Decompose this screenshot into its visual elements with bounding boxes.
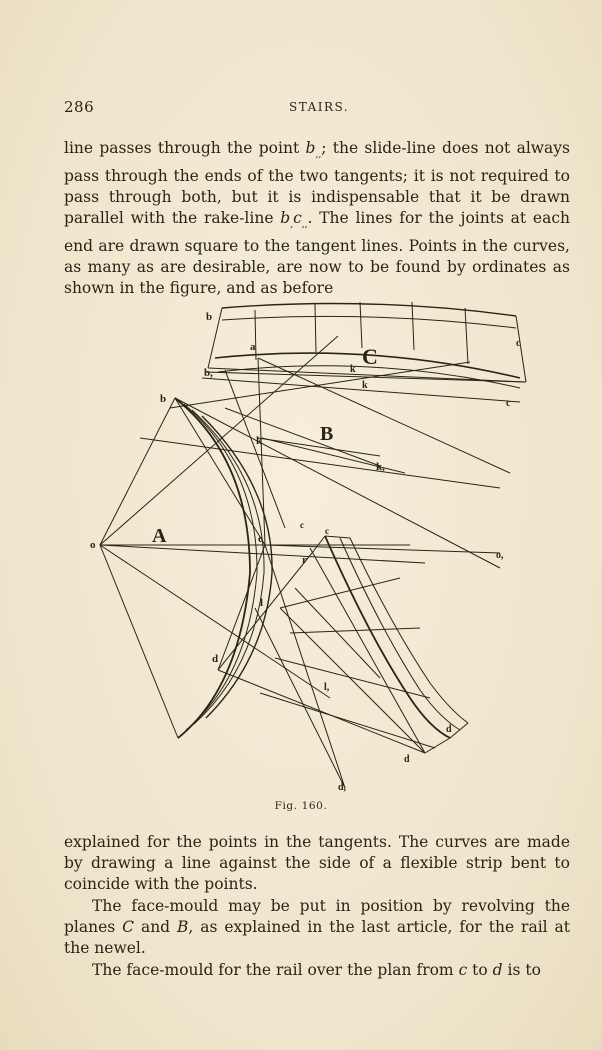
paragraph-2: explained for the points in the tangents… (64, 833, 570, 893)
label-c1: c (506, 398, 511, 409)
label-b-top: b (206, 311, 212, 323)
label-d: d (212, 653, 218, 665)
page-header: 286 STAIRS. (64, 98, 572, 118)
stair-face-mould-diagram: b a C c b, k k c b k B k, A o c c c o, r… (90, 301, 527, 793)
paragraph-3: The face-mould may be put in position by… (64, 897, 571, 957)
figure-caption: Fig. 160. (274, 800, 328, 812)
geometric-figure: b a C c b, k k c b k B k, A o c c c o, r… (80, 298, 560, 793)
label-r: r (302, 554, 307, 566)
label-c: c (258, 533, 263, 545)
label-kll2: k (362, 380, 368, 391)
label-b1: b, (204, 367, 213, 379)
label-plane-c: C (362, 344, 378, 369)
label-dll: d (404, 754, 410, 765)
paragraph-top: line passes through the point b,,; the s… (64, 139, 570, 298)
paragraph-4: The face-mould for the rail over the pla… (92, 961, 541, 979)
label-cm1: c (300, 520, 304, 530)
label-c-ur: c (516, 338, 521, 349)
label-plane-a: A (152, 525, 167, 547)
page-number: 286 (64, 98, 95, 116)
label-d1: d, (338, 782, 347, 793)
label-a: a (250, 341, 256, 353)
label-l1: l, (324, 682, 330, 693)
label-b: b (160, 393, 166, 405)
label-o1: o, (496, 550, 504, 561)
label-l: l (260, 597, 263, 609)
plane-c-top-curve (221, 302, 517, 317)
label-k: k (256, 435, 263, 447)
label-cm2: c (325, 526, 329, 536)
label-o: o (90, 539, 96, 551)
label-kll: k (350, 364, 356, 375)
label-plane-b: B (320, 423, 333, 445)
label-k1: k, (376, 461, 385, 473)
label-dm: d (446, 724, 452, 735)
running-head: STAIRS. (289, 100, 350, 114)
